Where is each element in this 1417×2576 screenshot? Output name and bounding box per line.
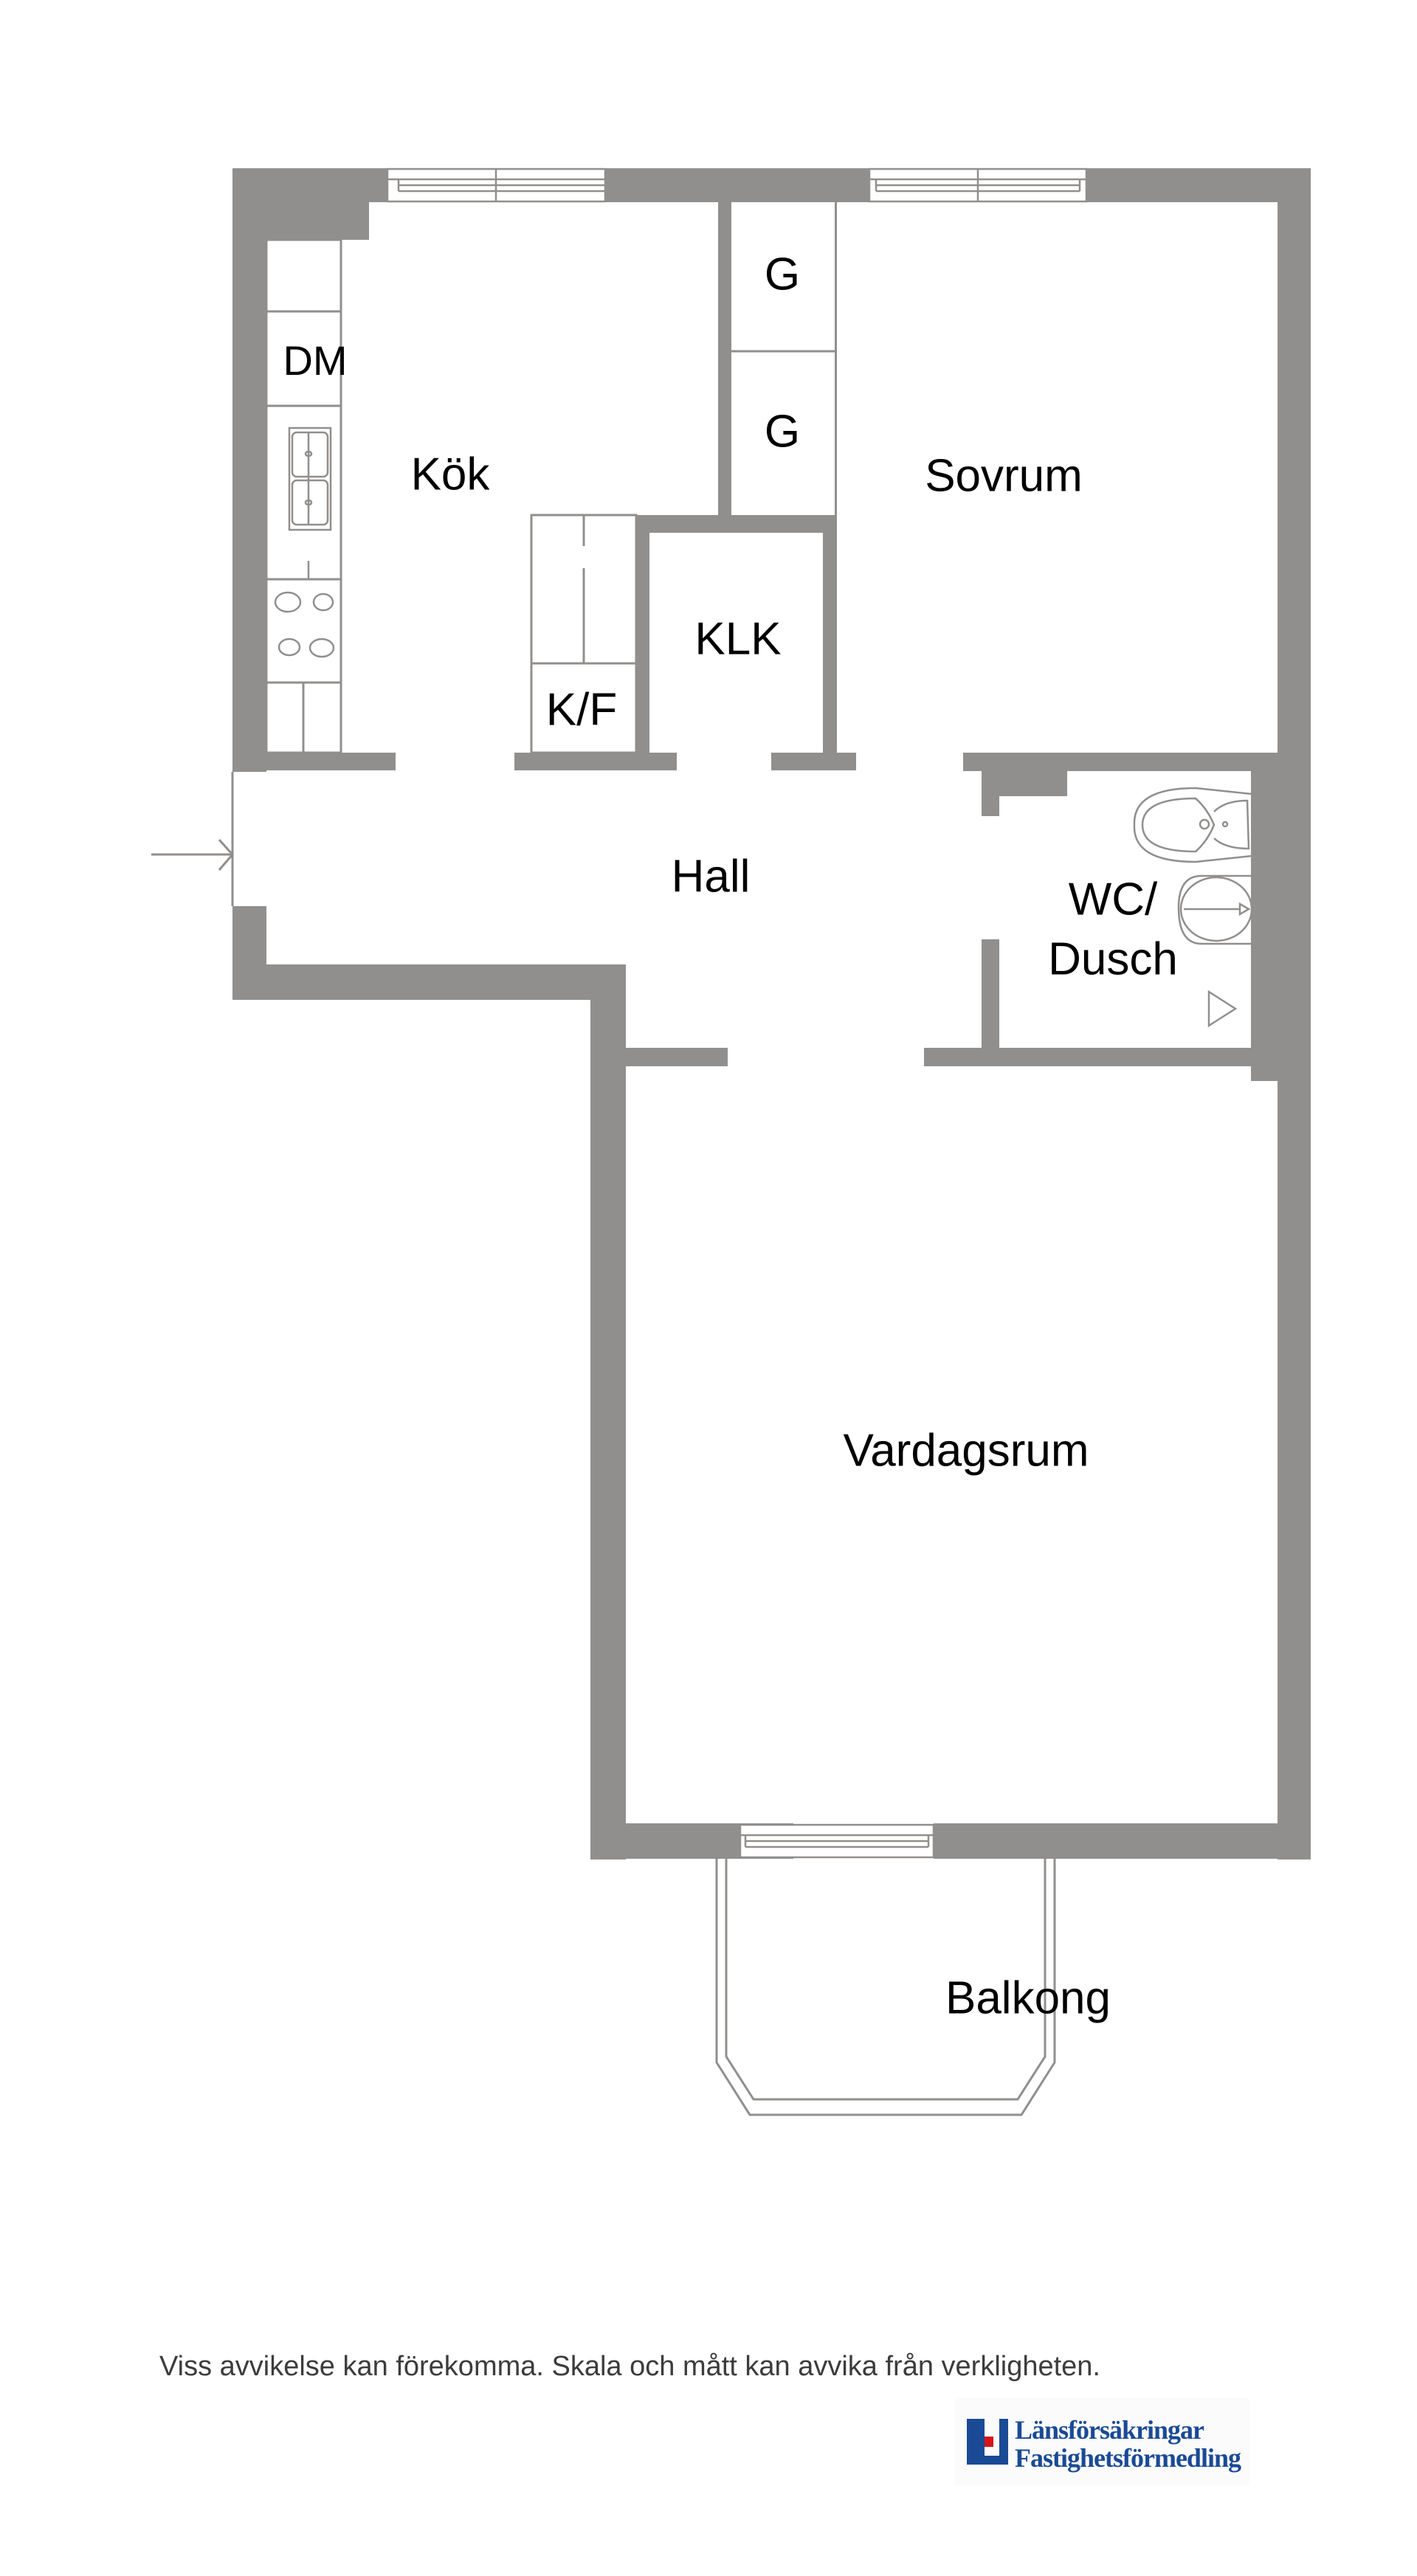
room-label-wardrobe-2: G bbox=[764, 406, 801, 457]
stove-icon bbox=[274, 591, 335, 658]
room-label-fridge-freezer: K/F bbox=[545, 684, 618, 736]
room-label-wardrobe-1: G bbox=[764, 249, 801, 300]
interior-walls bbox=[232, 201, 1311, 1066]
room-label-living-room: Vardagsrum bbox=[843, 1425, 1089, 1477]
shower-icon bbox=[1207, 990, 1238, 1028]
fridge-freezer-cabinet bbox=[530, 514, 638, 754]
room-label-walk-in-closet: KLK bbox=[694, 613, 782, 665]
toilet-icon bbox=[1133, 787, 1252, 863]
room-label-bathroom-line1: WC/ bbox=[1068, 874, 1158, 925]
washbasin-icon bbox=[1177, 874, 1253, 945]
room-label-balcony: Balkong bbox=[945, 1972, 1111, 2024]
entrance-arrow-icon bbox=[151, 772, 234, 906]
disclaimer-text: Viss avvikelse kan förekomma. Skala och … bbox=[159, 2351, 1100, 2382]
room-label-bedroom: Sovrum bbox=[925, 450, 1083, 502]
logo-line-1: Länsförsäkringar bbox=[1015, 2415, 1204, 2445]
windows bbox=[386, 168, 1088, 1859]
kitchen-counter bbox=[265, 238, 342, 754]
logo-text: Länsförsäkringar Fastighetsförmedling bbox=[1015, 2416, 1241, 2472]
exterior-walls bbox=[232, 168, 1311, 1860]
room-label-dishwasher: DM bbox=[283, 336, 348, 384]
logo-line-2: Fastighetsförmedling bbox=[1015, 2443, 1241, 2473]
company-logo: Länsförsäkringar Fastighetsförmedling bbox=[954, 2398, 1249, 2485]
balcony-railing bbox=[715, 1859, 1056, 2116]
room-label-bathroom-line2: Dusch bbox=[1048, 933, 1178, 985]
room-label-kitchen: Kök bbox=[410, 449, 490, 500]
sink-icon bbox=[288, 427, 332, 531]
logo-mark-icon bbox=[967, 2419, 1008, 2465]
room-label-hall: Hall bbox=[671, 851, 751, 902]
